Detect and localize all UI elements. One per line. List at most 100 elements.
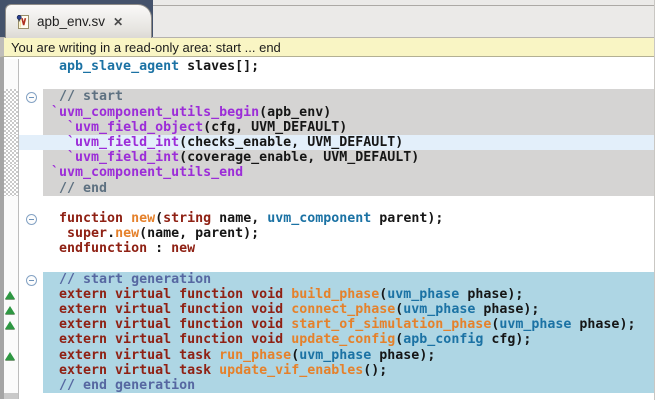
code-line[interactable] bbox=[4, 74, 654, 90]
annotation-ruler-cell bbox=[4, 150, 19, 166]
code-token: (); bbox=[363, 362, 388, 378]
code-line[interactable]: extern virtual task run_phase(uvm_phase … bbox=[4, 347, 654, 363]
code-token: // start generation bbox=[59, 271, 212, 287]
code-line[interactable]: endfunction : new bbox=[4, 241, 654, 257]
code-token bbox=[43, 302, 59, 317]
annotation-ruler-cell bbox=[4, 104, 19, 120]
annotation-ruler-cell bbox=[4, 286, 19, 302]
code-line[interactable]: // start bbox=[4, 89, 654, 105]
folding-column-cell bbox=[19, 104, 43, 120]
code-line[interactable]: `uvm_field_int(checks_enable, UVM_DEFAUL… bbox=[4, 134, 654, 151]
code-token bbox=[211, 348, 219, 363]
tab-bar: apb_env.sv ✕ bbox=[0, 0, 654, 38]
code-line[interactable]: extern virtual function void connect_pha… bbox=[4, 302, 654, 318]
code-token bbox=[283, 302, 291, 317]
code-line-text: extern virtual task run_phase(uvm_phase … bbox=[43, 347, 654, 363]
collapse-region-icon[interactable] bbox=[26, 92, 37, 104]
code-line-text: // end bbox=[43, 180, 654, 196]
code-token: parent); bbox=[371, 210, 444, 226]
override-marker-icon[interactable] bbox=[5, 306, 15, 314]
code-token: phase); bbox=[459, 286, 524, 302]
code-token: // end generation bbox=[59, 377, 196, 393]
folding-column-cell bbox=[19, 226, 43, 242]
code-token bbox=[43, 59, 59, 74]
code-line[interactable]: extern virtual function void start_of_si… bbox=[4, 317, 654, 333]
folding-column-cell bbox=[19, 347, 43, 363]
tab-label: apb_env.sv bbox=[37, 14, 106, 29]
code-line[interactable]: function new(string name, uvm_component … bbox=[4, 210, 654, 227]
code-token: phase); bbox=[371, 347, 436, 363]
code-line-text: // start bbox=[43, 89, 654, 105]
code-token bbox=[43, 332, 59, 347]
annotation-ruler-cell bbox=[4, 332, 19, 348]
code-line[interactable] bbox=[4, 256, 654, 272]
annotation-ruler-cell bbox=[4, 180, 19, 196]
code-line[interactable]: // start generation bbox=[4, 271, 654, 287]
code-line-text: // end generation bbox=[43, 377, 654, 394]
code-line-text: `uvm_field_object(cfg, UVM_DEFAULT) bbox=[43, 119, 654, 135]
code-token bbox=[283, 332, 291, 347]
collapse-region-icon[interactable] bbox=[26, 274, 37, 286]
code-line[interactable]: `uvm_field_int(coverage_enable, UVM_DEFA… bbox=[4, 150, 654, 166]
code-line[interactable]: // end generation bbox=[4, 377, 654, 394]
annotation-ruler-cell bbox=[4, 302, 19, 318]
folding-column-cell bbox=[19, 89, 43, 105]
code-token: `uvm_field_object bbox=[67, 119, 204, 135]
code-line[interactable]: `uvm_component_utils_begin(apb_env) bbox=[4, 104, 654, 120]
annotation-ruler-cell bbox=[4, 119, 19, 135]
code-line[interactable]: // end bbox=[4, 180, 654, 196]
annotation-ruler-cell bbox=[4, 241, 19, 257]
code-token bbox=[43, 378, 59, 393]
code-token bbox=[43, 165, 51, 180]
code-token: new bbox=[115, 226, 140, 242]
code-line-text: extern virtual function void connect_pha… bbox=[43, 302, 654, 318]
annotation-ruler-cell bbox=[4, 165, 19, 181]
override-marker-icon[interactable] bbox=[5, 321, 15, 330]
code-token: new bbox=[131, 210, 156, 226]
tab-bar-divider bbox=[0, 37, 654, 38]
annotation-ruler-cell bbox=[4, 317, 19, 333]
code-line[interactable]: extern virtual function void build_phase… bbox=[4, 286, 654, 302]
code-line[interactable]: apb_slave_agent slaves[]; bbox=[4, 59, 654, 75]
annotation-ruler-cell bbox=[4, 362, 19, 378]
code-token: (apb_env) bbox=[259, 104, 332, 120]
folding-column-cell bbox=[19, 74, 43, 90]
code-line[interactable]: `uvm_field_object(cfg, UVM_DEFAULT) bbox=[4, 119, 654, 135]
code-line[interactable] bbox=[4, 195, 654, 211]
code-token bbox=[43, 120, 67, 135]
code-token: ( bbox=[155, 210, 164, 226]
ruler-bottom-strip bbox=[4, 393, 654, 399]
code-line[interactable]: super.new(name, parent); bbox=[4, 226, 654, 242]
folding-column-cell bbox=[19, 195, 43, 211]
code-line-text: `uvm_field_int(checks_enable, UVM_DEFAUL… bbox=[43, 134, 654, 151]
code-line[interactable]: `uvm_component_utils_end bbox=[4, 165, 654, 181]
code-token bbox=[43, 226, 67, 241]
annotation-ruler-cell bbox=[4, 377, 19, 394]
code-token: ( bbox=[379, 286, 388, 302]
code-token bbox=[43, 363, 59, 378]
code-editor[interactable]: apb_slave_agent slaves[]; // start `uvm_… bbox=[0, 57, 654, 399]
code-token: ( bbox=[291, 347, 300, 363]
editor-tab-apb-env[interactable]: apb_env.sv ✕ bbox=[5, 4, 152, 38]
code-line-text: extern virtual function void build_phase… bbox=[43, 286, 654, 302]
code-area: apb_slave_agent slaves[]; // start `uvm_… bbox=[4, 59, 654, 399]
code-token bbox=[43, 272, 59, 287]
collapse-region-icon[interactable] bbox=[26, 213, 37, 225]
systemverilog-file-icon bbox=[15, 14, 31, 30]
annotation-ruler-cell bbox=[4, 195, 19, 211]
code-line-text: apb_slave_agent slaves[]; bbox=[43, 59, 654, 74]
override-marker-icon[interactable] bbox=[5, 351, 15, 360]
code-line-text bbox=[43, 256, 654, 271]
override-marker-icon[interactable] bbox=[5, 290, 15, 299]
annotation-ruler-cell bbox=[4, 89, 19, 105]
code-token: new bbox=[171, 241, 196, 257]
code-line-text: // start generation bbox=[43, 271, 654, 287]
code-line[interactable]: extern virtual task update_vif_enables()… bbox=[4, 362, 654, 378]
folding-column-cell bbox=[19, 119, 43, 135]
folding-column-cell bbox=[19, 332, 43, 348]
code-line-text: extern virtual task update_vif_enables()… bbox=[43, 362, 654, 378]
code-token: ( bbox=[395, 302, 404, 317]
tab-close-icon[interactable]: ✕ bbox=[113, 14, 124, 29]
code-line[interactable]: extern virtual function void update_conf… bbox=[4, 332, 654, 348]
code-token: extern virtual function void bbox=[59, 286, 284, 302]
